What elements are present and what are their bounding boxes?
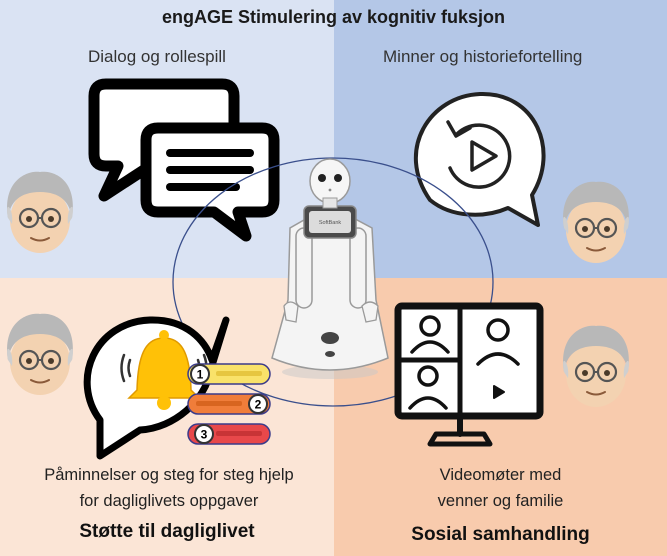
- label-minner: Minner og historiefortelling: [383, 47, 583, 66]
- center-ellipse: [172, 157, 494, 407]
- elderly-face-top-left: [5, 170, 75, 255]
- robot-brand: SoftBank: [319, 220, 342, 226]
- step-2-number: 2: [255, 398, 262, 412]
- caption-video: Videomøter med venner og familie: [334, 462, 667, 514]
- elderly-face-bottom-left: [5, 312, 75, 397]
- step-3-number: 3: [201, 428, 208, 442]
- replay-bubble-icon: [413, 91, 546, 227]
- speech-bubbles-icon: [88, 78, 280, 242]
- step-list: 1 2 3: [187, 363, 271, 445]
- caption-reminders: Påminnelser og steg for steg hjelp for d…: [2, 462, 336, 514]
- robot-icon: SoftBank: [271, 158, 389, 379]
- bell-reminder-icon: [83, 316, 230, 460]
- caption-reminders-line1: Påminnelser og steg for steg hjelp: [44, 466, 294, 484]
- elderly-face-top-right: [561, 180, 631, 265]
- heading-social-interaction: Sosial samhandling: [411, 524, 590, 545]
- label-dialog: Dialog og rollespill: [88, 47, 226, 66]
- caption-reminders-line2: for dagliglivets oppgaver: [79, 492, 259, 510]
- diagram-title: engAGE Stimulering av kognitiv fuksjon: [161, 7, 506, 27]
- heading-daily-support: Støtte til dagliglivet: [79, 521, 255, 542]
- video-call-monitor-icon: [394, 302, 544, 447]
- caption-video-line2: venner og familie: [437, 492, 564, 510]
- step-1-number: 1: [197, 368, 204, 382]
- elderly-face-bottom-right: [561, 324, 631, 409]
- caption-video-line1: Videomøter med: [439, 466, 562, 484]
